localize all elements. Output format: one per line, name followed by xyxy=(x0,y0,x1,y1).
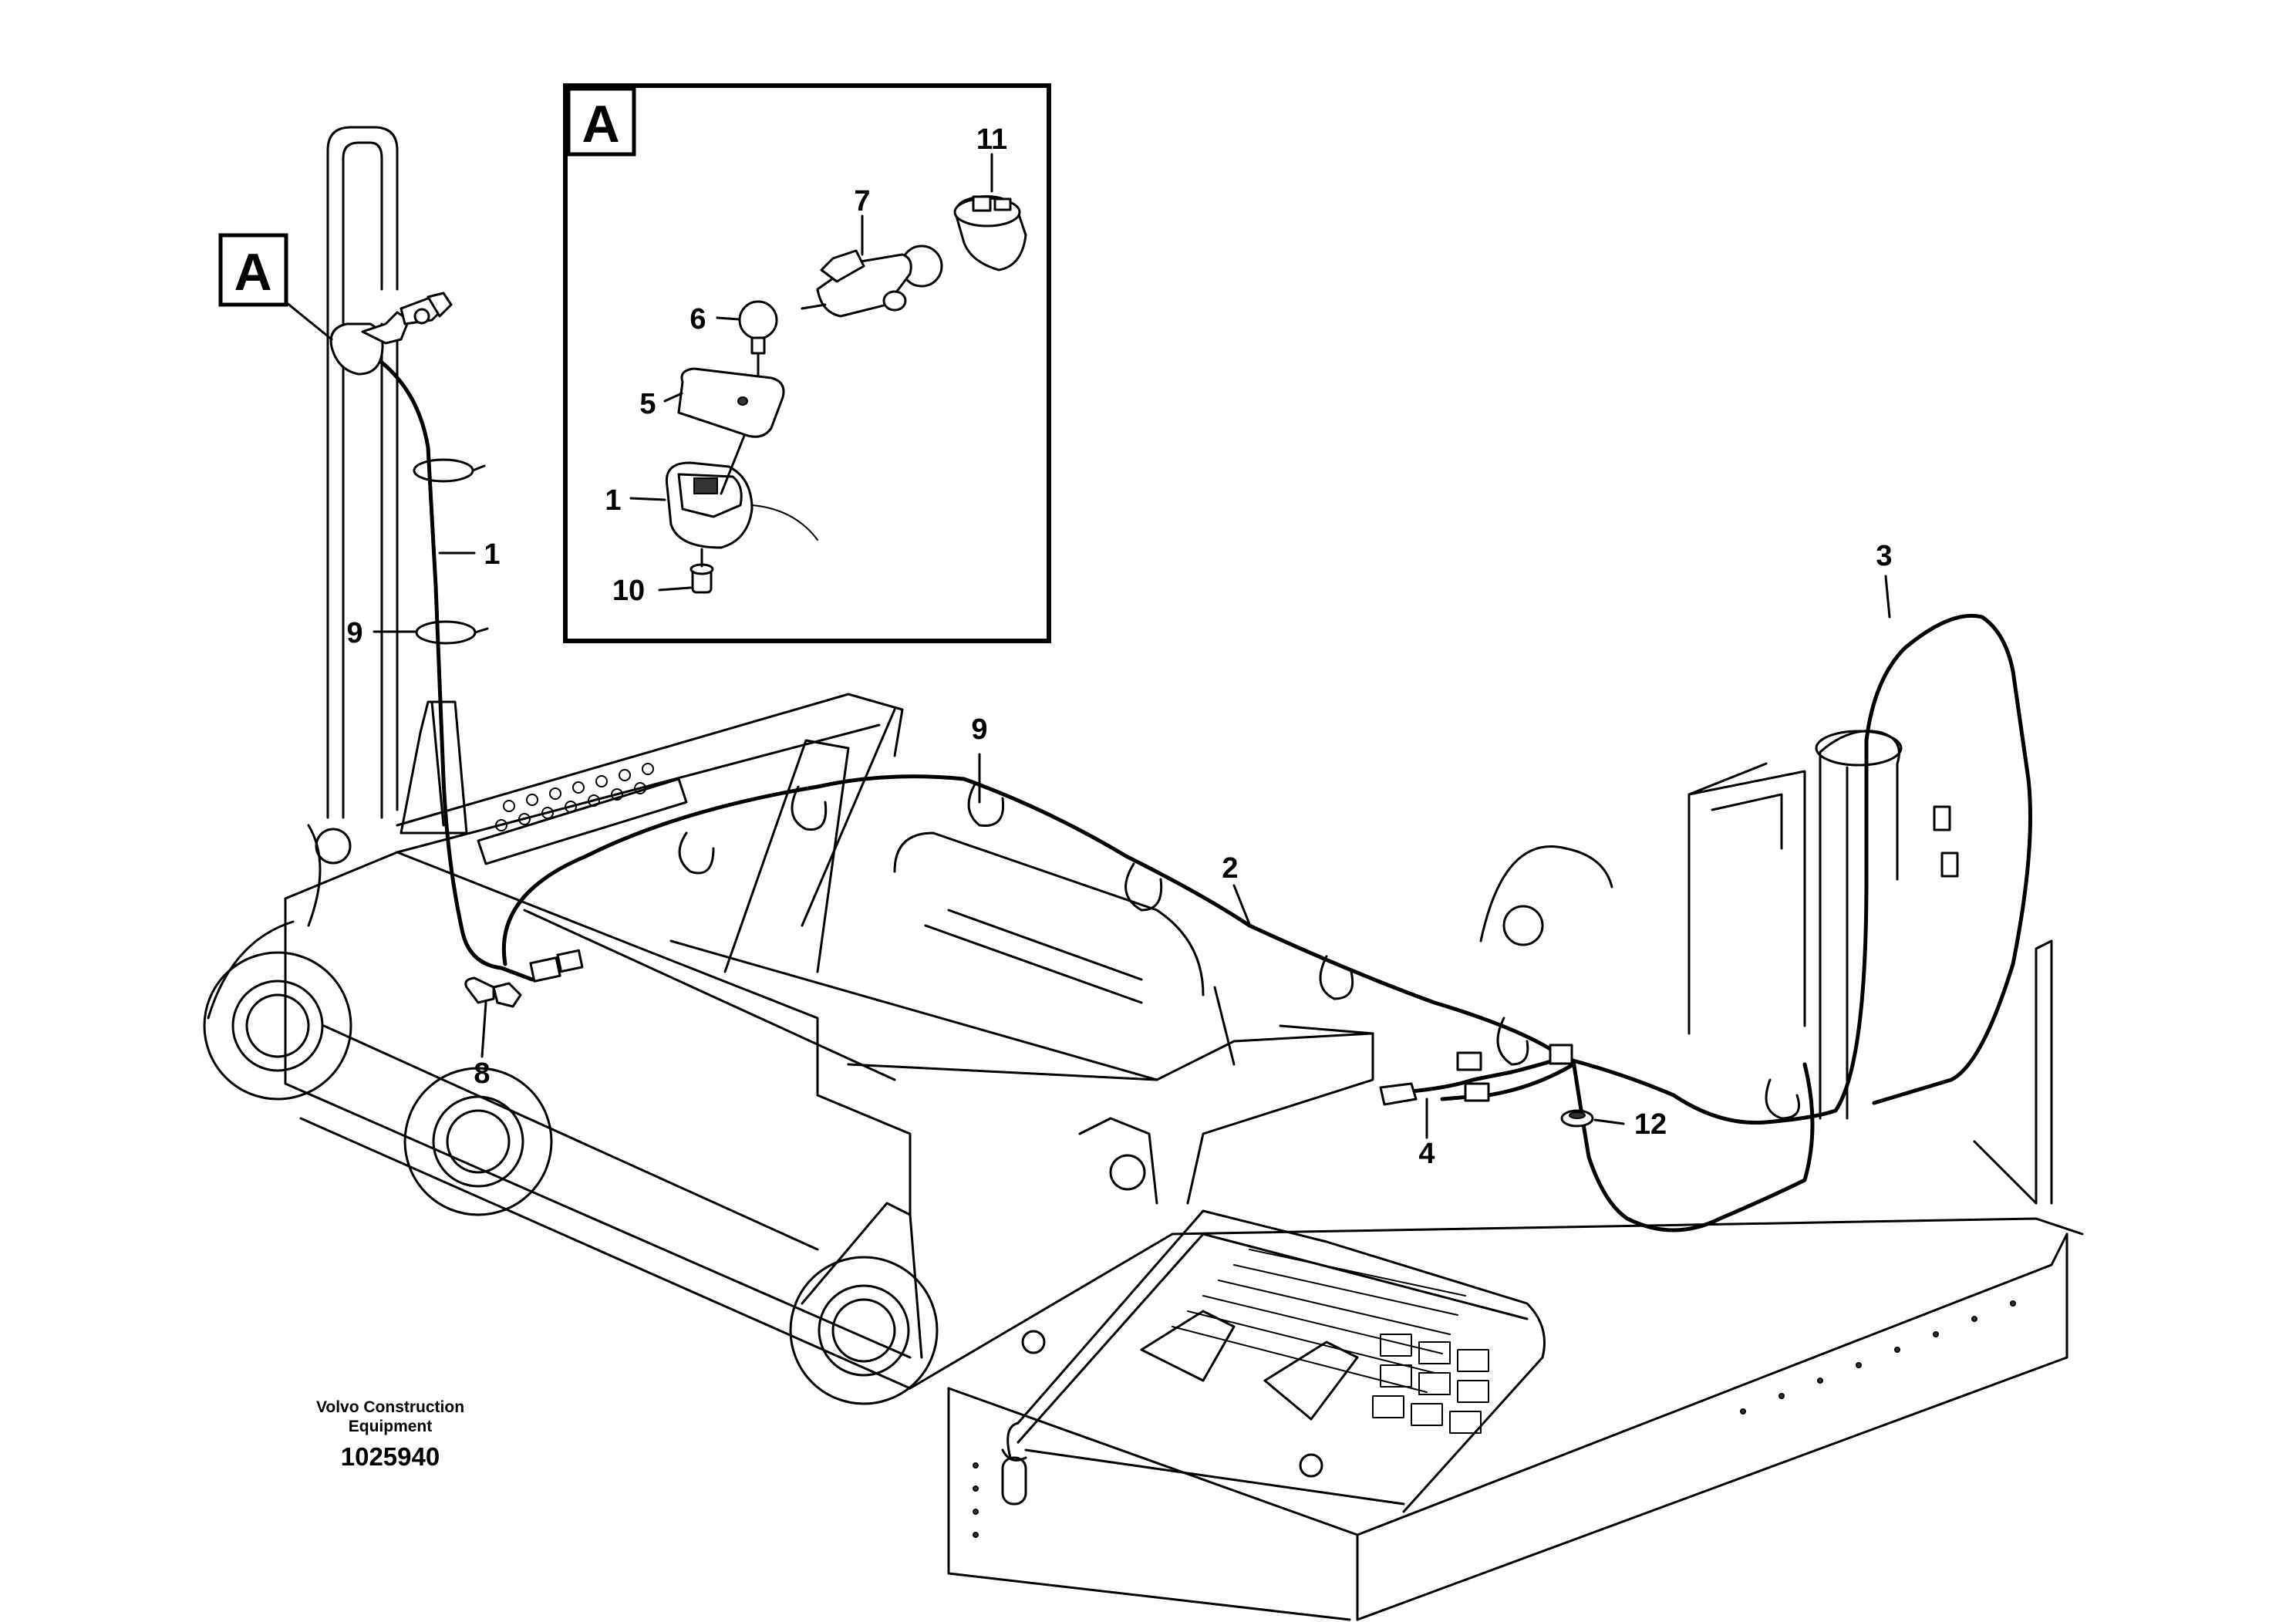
inset-part-5 xyxy=(677,367,785,438)
harness-1 xyxy=(356,345,534,982)
platform-holes xyxy=(973,1300,2016,1538)
callout-main-8: 8 xyxy=(474,1057,490,1090)
callout-main-2: 2 xyxy=(1222,852,1238,885)
inset-part-7 xyxy=(801,249,912,318)
callout-inset-10: 10 xyxy=(612,575,645,607)
connector-8 xyxy=(464,949,584,1008)
callout-main-9b: 9 xyxy=(971,713,987,746)
inset-part-1 xyxy=(665,434,818,549)
callout-inset-6: 6 xyxy=(689,303,706,336)
inset-part-6 xyxy=(738,300,778,391)
machine-frame xyxy=(203,126,2084,1621)
harness-2 xyxy=(501,774,1553,1051)
detail-letter-inset: A xyxy=(582,95,619,153)
grommet-12 xyxy=(1560,1109,1594,1128)
brand-line-2: Equipment xyxy=(349,1418,433,1435)
footer: Volvo Construction Equipment 1025940 xyxy=(316,1398,464,1471)
harness-3 xyxy=(1556,613,2032,1125)
callout-main-9a: 9 xyxy=(346,617,362,649)
callout-main-3: 3 xyxy=(1876,540,1892,572)
detail-inset-a: A xyxy=(563,83,1051,643)
inset-part-10 xyxy=(689,548,714,594)
callout-main-12: 12 xyxy=(1634,1108,1667,1141)
harness-4 xyxy=(1382,1054,1568,1098)
callout-inset-5: 5 xyxy=(639,388,656,420)
floor-mat xyxy=(1021,1249,1489,1478)
inset-part-11 xyxy=(953,195,1027,271)
callout-inset-11: 11 xyxy=(976,123,1007,156)
detail-letter-main: A xyxy=(234,243,271,302)
pivot-bosses xyxy=(203,828,1146,1405)
brand-line-1: Volvo Construction xyxy=(316,1398,464,1416)
callout-labels: 11 7 6 5 1 10 1 9 9 2 3 4 8 12 xyxy=(346,123,1892,1170)
callout-main-4: 4 xyxy=(1418,1138,1435,1170)
drawing-number: 1025940 xyxy=(341,1442,440,1471)
callout-inset-7: 7 xyxy=(854,185,870,218)
wiring xyxy=(356,345,2032,1233)
detail-marker-a: A xyxy=(218,233,333,341)
callout-main-1: 1 xyxy=(484,538,500,571)
connector-4 xyxy=(1379,1044,1573,1106)
callout-inset-1: 1 xyxy=(605,484,621,517)
camera-assembly xyxy=(329,292,453,376)
callout-leaders xyxy=(373,153,1891,1139)
